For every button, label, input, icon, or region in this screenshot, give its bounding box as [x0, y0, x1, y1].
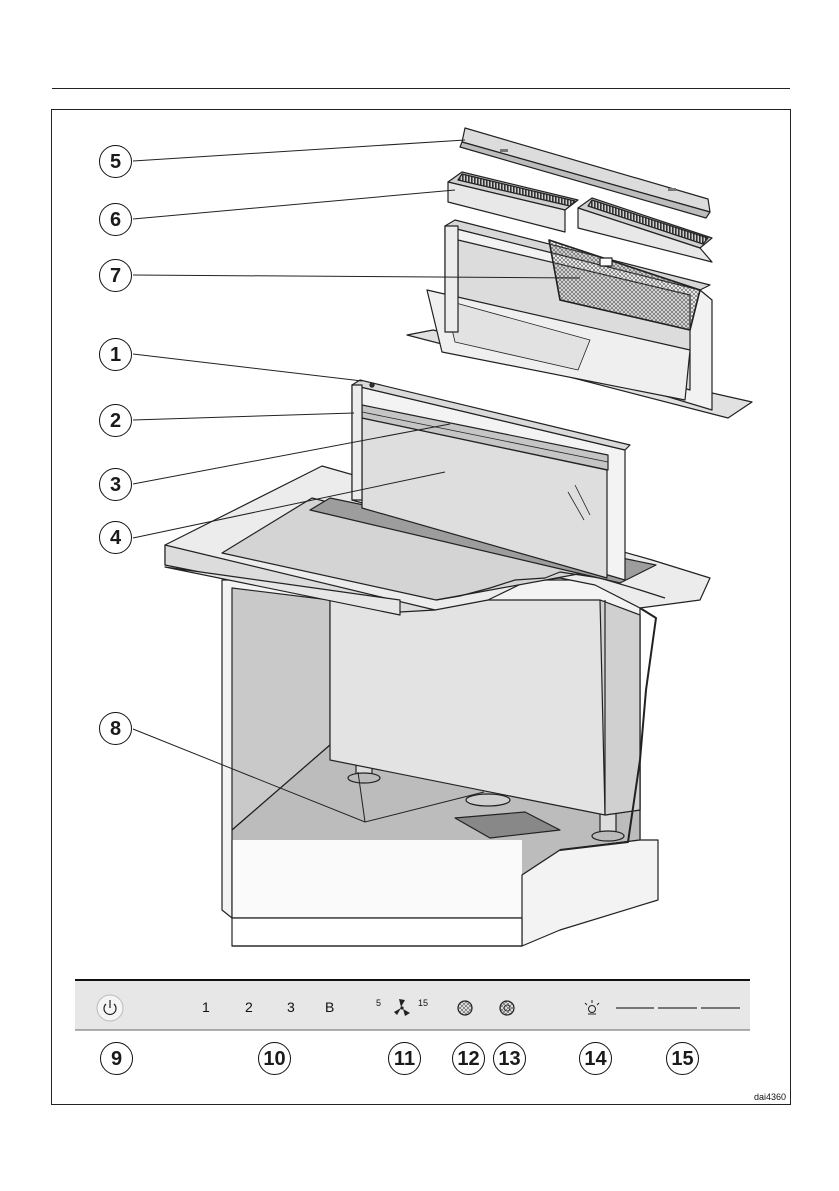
level-1-label: 1	[202, 999, 210, 1015]
level-2-label: 2	[245, 999, 253, 1015]
callout-9: 9	[100, 1042, 133, 1075]
callout-13: 13	[493, 1042, 526, 1075]
callout-11: 11	[388, 1042, 421, 1075]
timer-min-label: 5	[376, 998, 381, 1008]
callout-1: 1	[99, 338, 132, 371]
callout-7: 7	[99, 259, 132, 292]
callout-10: 10	[258, 1042, 291, 1075]
boost-label: B	[325, 999, 334, 1015]
callout-15: 15	[666, 1042, 699, 1075]
odour-filter-icon	[500, 1001, 514, 1015]
callout-14: 14	[579, 1042, 612, 1075]
grease-filter-icon	[458, 1001, 472, 1015]
callout-12: 12	[452, 1042, 485, 1075]
callout-5: 5	[99, 145, 132, 178]
callout-4: 4	[99, 521, 132, 554]
callout-3: 3	[99, 468, 132, 501]
kitchen-cabinet	[222, 580, 658, 946]
control-panel-strip	[75, 980, 750, 1030]
callout-2: 2	[99, 404, 132, 437]
power-icon	[97, 995, 123, 1021]
figure-reference-code: dai4360	[754, 1092, 786, 1102]
callout-6: 6	[99, 203, 132, 236]
timer-max-label: 15	[418, 998, 428, 1008]
level-3-label: 3	[287, 999, 295, 1015]
callout-8: 8	[99, 712, 132, 745]
